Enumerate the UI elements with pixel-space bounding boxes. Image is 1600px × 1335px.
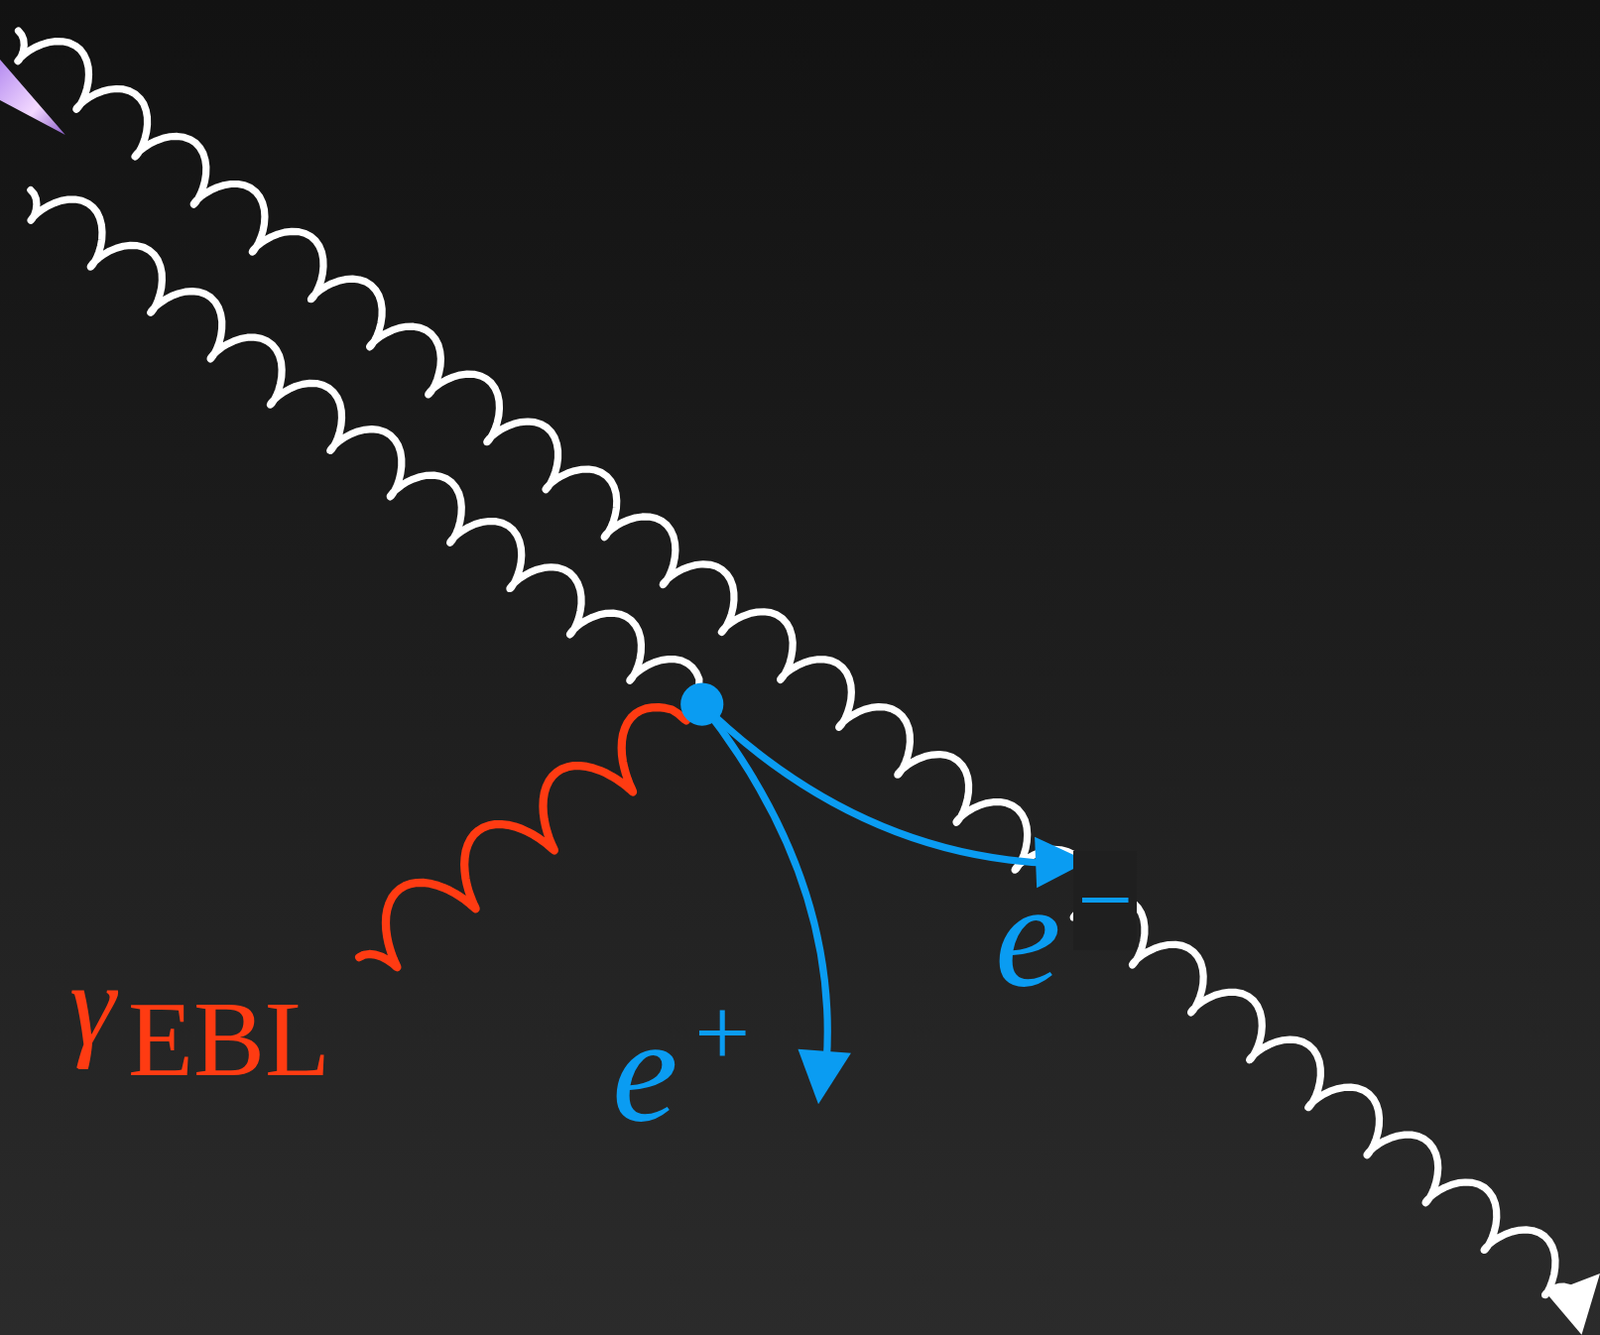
charge-sign: − xyxy=(1073,851,1137,951)
gamma-photon xyxy=(17,30,1570,1295)
positron-arrowhead xyxy=(797,1049,851,1106)
gamma-photon xyxy=(30,190,700,704)
photon-symbol: γ xyxy=(69,947,117,1065)
source-jet xyxy=(0,59,66,135)
interaction-vertex xyxy=(680,682,724,726)
charge-sign: + xyxy=(694,984,750,1084)
electron-symbol: e xyxy=(994,861,1062,1010)
ebl-photon xyxy=(359,707,687,968)
photon-arrowhead xyxy=(1547,1273,1600,1335)
subscript-label: EBL xyxy=(127,985,331,1094)
positron-symbol: e xyxy=(612,995,679,1145)
